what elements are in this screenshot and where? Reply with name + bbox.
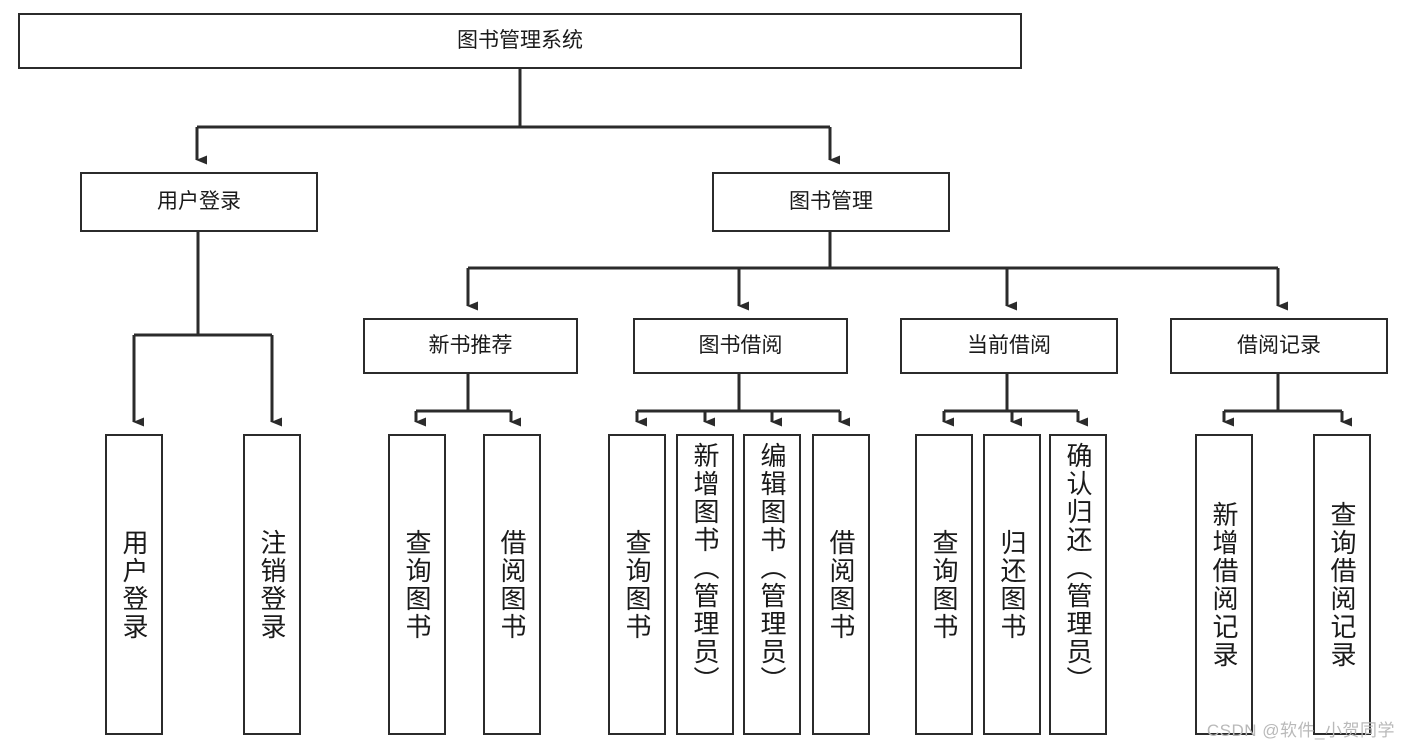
node-borrow-record-label: 借阅记录 [1237, 333, 1321, 357]
node-leaf-add-borrow-record[interactable]: 新增借阅记录 [1195, 434, 1253, 735]
node-current-borrow[interactable]: 当前借阅 [900, 318, 1118, 374]
node-leaf-query-book-new-label: 查询图书 [402, 528, 432, 641]
node-leaf-add-book-admin[interactable]: 新增图书（管理员） [676, 434, 734, 735]
node-leaf-user-login-label: 用户登录 [119, 528, 149, 641]
node-new-book-recommend-label: 新书推荐 [428, 333, 513, 357]
node-leaf-borrow-book-label: 借阅图书 [826, 528, 856, 641]
node-leaf-query-book-borrow[interactable]: 查询图书 [608, 434, 666, 735]
node-book-management-label: 图书管理 [789, 189, 873, 213]
node-user-login-label: 用户登录 [157, 189, 241, 213]
node-leaf-return-book[interactable]: 归还图书 [983, 434, 1041, 735]
node-leaf-query-book-current[interactable]: 查询图书 [915, 434, 973, 735]
node-root-label: 图书管理系统 [457, 28, 583, 52]
node-leaf-user-login[interactable]: 用户登录 [105, 434, 163, 735]
node-leaf-query-borrow-record[interactable]: 查询借阅记录 [1313, 434, 1371, 735]
node-leaf-add-borrow-record-label: 新增借阅记录 [1209, 500, 1239, 669]
node-book-borrow-label: 图书借阅 [698, 333, 783, 357]
node-leaf-confirm-return-admin-label: 确认归还（管理员） [1063, 442, 1093, 694]
node-borrow-record[interactable]: 借阅记录 [1170, 318, 1388, 374]
node-book-management[interactable]: 图书管理 [712, 172, 950, 232]
node-current-borrow-label: 当前借阅 [967, 333, 1051, 357]
node-leaf-query-book-borrow-label: 查询图书 [622, 528, 652, 641]
node-leaf-edit-book-admin[interactable]: 编辑图书（管理员） [743, 434, 801, 735]
node-user-login[interactable]: 用户登录 [80, 172, 318, 232]
node-leaf-return-book-label: 归还图书 [997, 528, 1027, 641]
node-leaf-add-book-admin-label: 新增图书（管理员） [690, 442, 720, 694]
node-leaf-query-book-current-label: 查询图书 [929, 528, 959, 641]
node-leaf-confirm-return-admin[interactable]: 确认归还（管理员） [1049, 434, 1107, 735]
node-leaf-borrow-book-new-label: 借阅图书 [497, 528, 527, 641]
node-leaf-edit-book-admin-label: 编辑图书（管理员） [757, 442, 787, 694]
node-new-book-recommend[interactable]: 新书推荐 [363, 318, 578, 374]
node-leaf-logout[interactable]: 注销登录 [243, 434, 301, 735]
node-leaf-logout-label: 注销登录 [257, 528, 287, 641]
watermark-text: CSDN @软件_小贺同学 [1206, 721, 1395, 740]
node-leaf-query-book-new[interactable]: 查询图书 [388, 434, 446, 735]
node-leaf-query-borrow-record-label: 查询借阅记录 [1327, 500, 1357, 669]
node-root[interactable]: 图书管理系统 [18, 13, 1022, 69]
node-leaf-borrow-book-new[interactable]: 借阅图书 [483, 434, 541, 735]
node-leaf-borrow-book[interactable]: 借阅图书 [812, 434, 870, 735]
node-book-borrow[interactable]: 图书借阅 [633, 318, 848, 374]
